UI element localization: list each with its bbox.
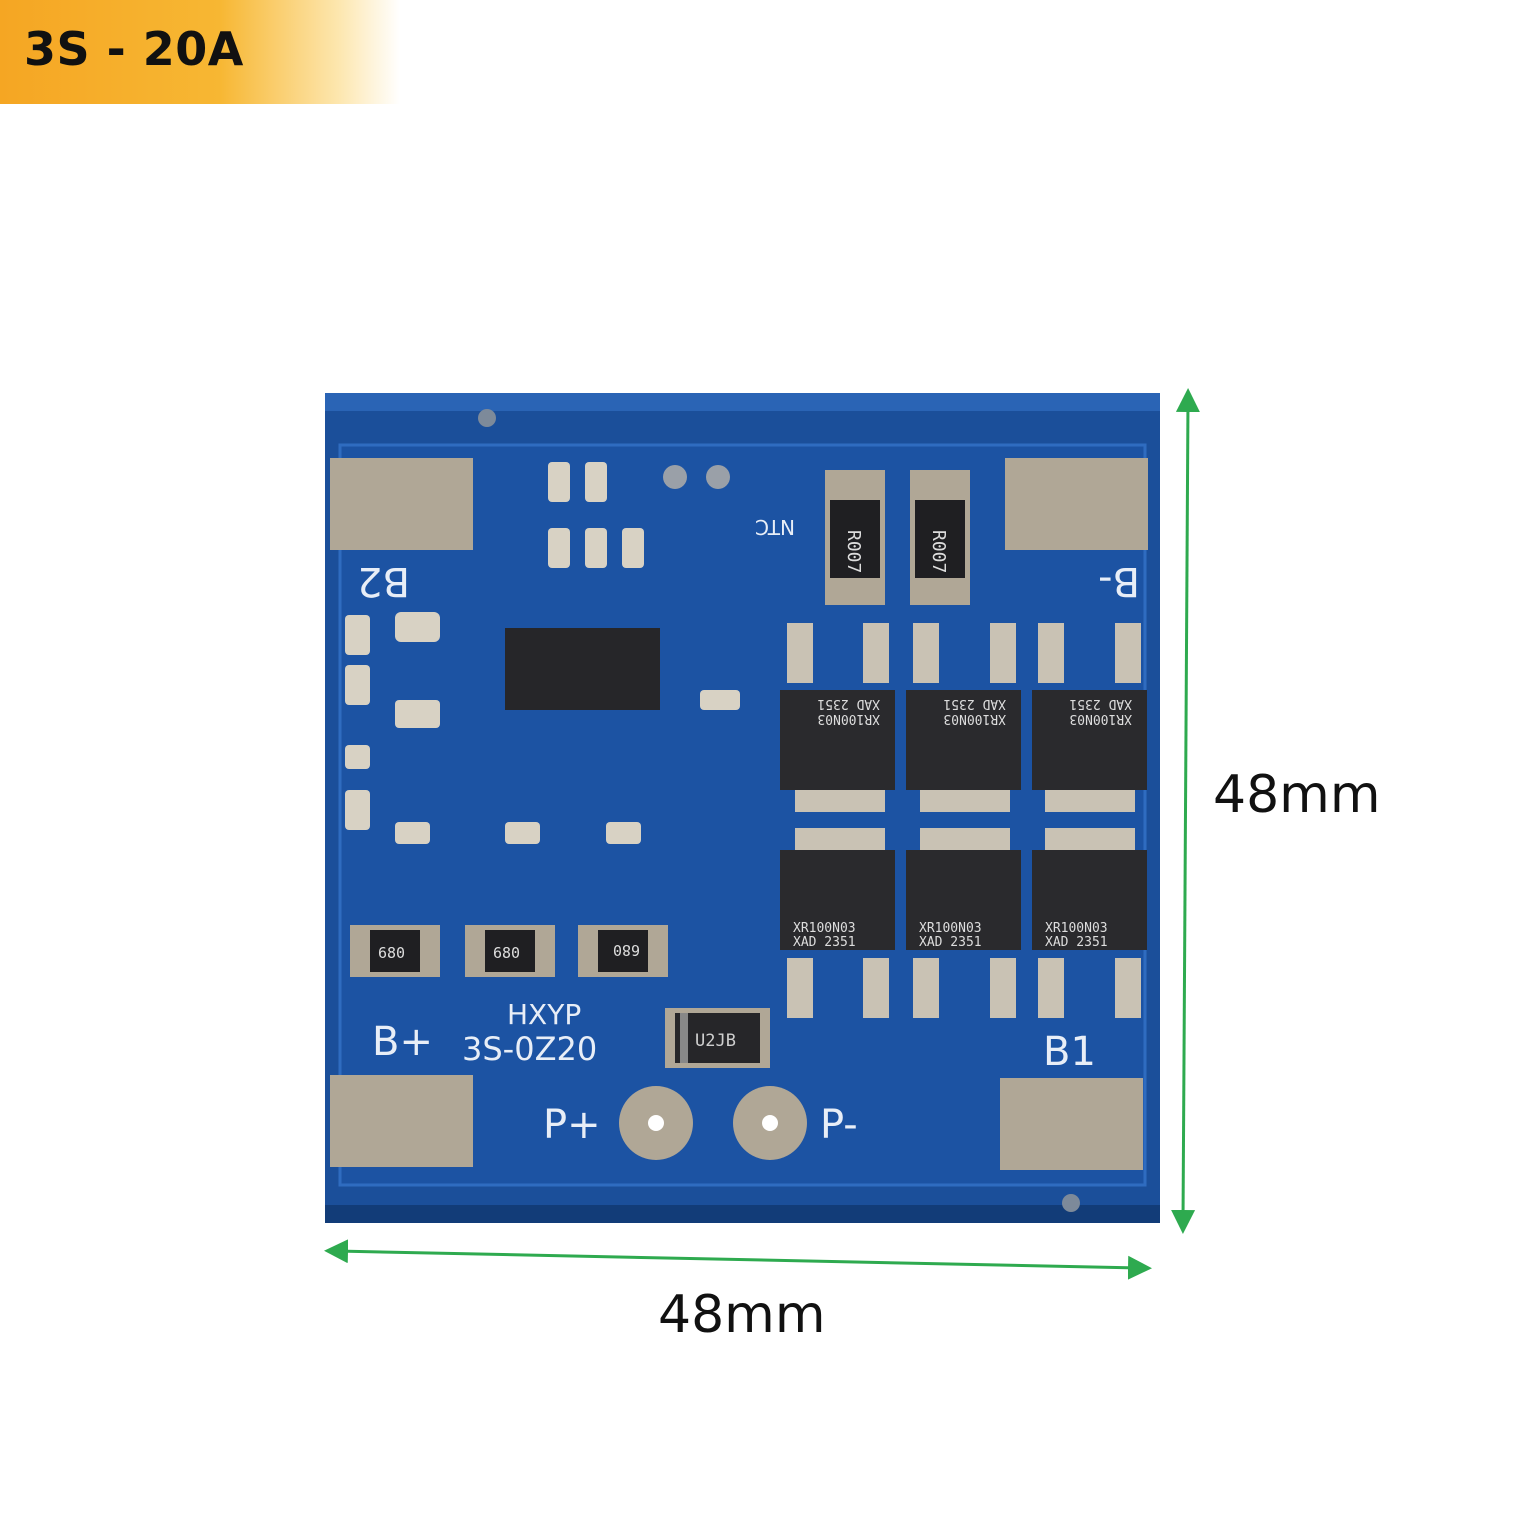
- svg-text:XAD 2351: XAD 2351: [1069, 696, 1132, 711]
- mounting-hole: [478, 409, 496, 427]
- pad-b-plus: [330, 1075, 473, 1167]
- svg-text:XR100N03: XR100N03: [1069, 711, 1132, 726]
- svg-text:XAD 2351: XAD 2351: [943, 696, 1006, 711]
- mosfet-top-2: XR100N03 XAD 2351: [906, 623, 1021, 812]
- svg-text:680: 680: [613, 941, 640, 959]
- mosfet-top-3: XR100N03 XAD 2351: [1032, 623, 1147, 812]
- mosfet-top-1: XR100N03 XAD 2351: [780, 623, 895, 812]
- svg-text:R007: R007: [843, 530, 864, 573]
- resistor-680: 680: [465, 925, 555, 977]
- svg-text:XR100N03: XR100N03: [1045, 921, 1108, 936]
- svg-text:XR100N03: XR100N03: [817, 711, 880, 726]
- height-dimension-line: [1171, 388, 1200, 1234]
- pad-label-b1: B1: [1043, 1029, 1096, 1075]
- svg-text:XAD 2351: XAD 2351: [919, 935, 982, 950]
- svg-text:680: 680: [378, 944, 405, 962]
- height-dimension-label: 48mm: [1213, 765, 1381, 825]
- shunt-resistor: R007: [825, 470, 885, 605]
- power-label-negative: P-: [820, 1102, 858, 1148]
- shunt-resistor: R007: [910, 470, 970, 605]
- smd-components: [345, 462, 740, 844]
- width-dimension-line: [324, 1239, 1152, 1280]
- resistor-680: 680: [578, 925, 668, 977]
- pad-b2: [330, 458, 473, 550]
- mosfet-bottom-3: XR100N03 XAD 2351: [1032, 828, 1147, 1018]
- mounting-hole: [1062, 1194, 1080, 1212]
- pad-label-b-minus: B-: [1098, 558, 1140, 604]
- title-banner: 3S - 20A: [0, 0, 400, 104]
- protection-ic: [505, 628, 660, 710]
- model-line-2: 3S-0Z20: [462, 1030, 597, 1068]
- svg-text:XAD 2351: XAD 2351: [1045, 935, 1108, 950]
- svg-text:680: 680: [493, 944, 520, 962]
- svg-text:XAD 2351: XAD 2351: [793, 935, 856, 950]
- mosfet-bottom-1: XR100N03 XAD 2351: [780, 828, 895, 1018]
- pad-label-b-plus: B+: [372, 1019, 433, 1065]
- ntc-pad: [706, 465, 730, 489]
- pad-b-minus: [1005, 458, 1148, 550]
- svg-text:U2JB: U2JB: [695, 1031, 736, 1051]
- diode-u2jb: U2JB: [665, 1008, 770, 1068]
- svg-text:XAD 2351: XAD 2351: [817, 696, 880, 711]
- ntc-pad: [663, 465, 687, 489]
- svg-text:XR100N03: XR100N03: [793, 921, 856, 936]
- power-label-positive: P+: [543, 1102, 601, 1148]
- svg-text:XR100N03: XR100N03: [943, 711, 1006, 726]
- mosfet-bottom-2: XR100N03 XAD 2351: [906, 828, 1021, 1018]
- pad-label-b2: B2: [357, 558, 410, 604]
- model-line-1: HXYP: [507, 998, 581, 1031]
- pad-b1: [1000, 1078, 1143, 1170]
- svg-text:R007: R007: [928, 530, 949, 573]
- resistor-680: 680: [350, 925, 440, 977]
- ntc-label: NTC: [755, 515, 795, 539]
- width-dimension-label: 48mm: [658, 1285, 826, 1345]
- product-title: 3S - 20A: [24, 22, 244, 76]
- svg-text:XR100N03: XR100N03: [919, 921, 982, 936]
